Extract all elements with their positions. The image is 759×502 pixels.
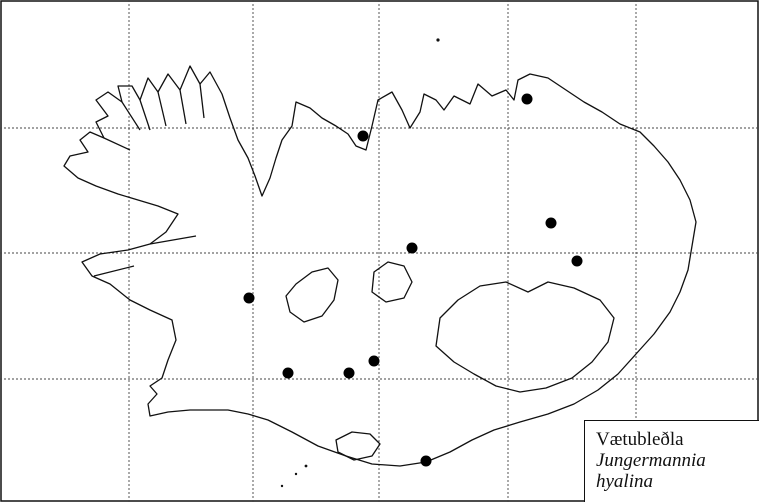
glacier-myrdalsjokull — [335, 431, 381, 461]
occurrence-marker — [406, 242, 418, 254]
glacier-hofsjokull — [371, 261, 413, 303]
occurrence-marker — [243, 292, 255, 304]
legend-latin-genus: Jungermannia — [596, 450, 706, 471]
occurrence-marker — [420, 455, 432, 467]
fjord-lines — [93, 83, 205, 277]
occurrence-marker — [545, 217, 557, 229]
occurrence-marker — [368, 355, 380, 367]
legend-latin-species: hyalina — [596, 471, 653, 492]
islands — [280, 38, 440, 488]
occurrence-marker — [571, 255, 583, 267]
occurrence-marker — [343, 367, 355, 379]
legend-common-name: Vætubleðla — [596, 429, 684, 450]
occurrence-marker — [282, 367, 294, 379]
iceland-outline — [63, 65, 697, 467]
coastline — [63, 65, 697, 467]
occurrence-markers — [243, 93, 583, 467]
glacier-langjokull — [285, 267, 339, 323]
occurrence-marker — [521, 93, 533, 105]
species-legend: Vætubleðla Jungermannia hyalina — [584, 420, 759, 502]
glacier-vatnajokull — [435, 281, 615, 393]
occurrence-marker — [357, 130, 369, 142]
